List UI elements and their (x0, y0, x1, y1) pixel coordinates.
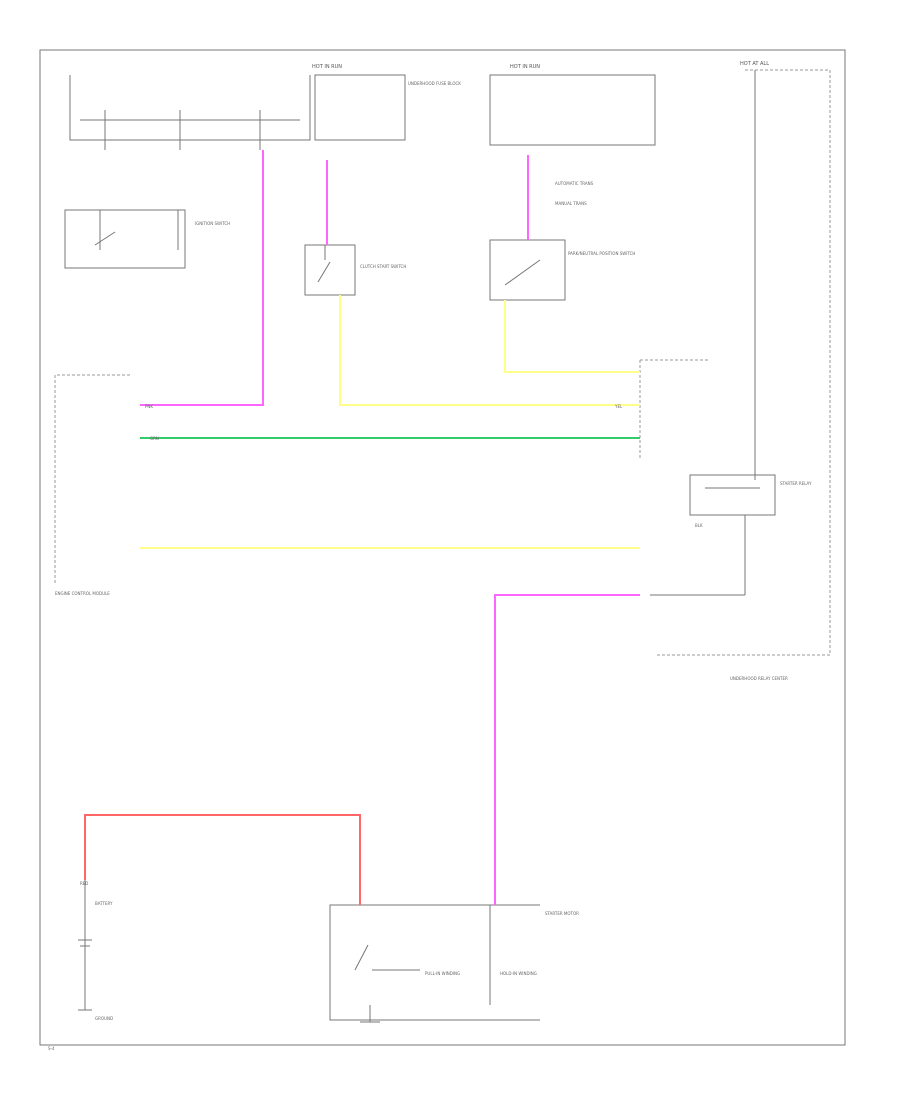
wire-label-yellow: YEL (614, 404, 623, 409)
ground-label: GROUND (95, 1016, 113, 1021)
pn-sw-blade (504, 259, 541, 286)
wire-group (84, 150, 640, 905)
starter-relay-label: STARTER RELAY (780, 481, 812, 486)
hold-in-label: HOLD-IN WINDING (500, 971, 537, 976)
wire-pink-starter (494, 594, 640, 905)
clutch-switch-label: CLUTCH START SWITCH (360, 264, 406, 269)
park-neutral-label: PARK/NEUTRAL POSITION SWITCH (568, 251, 635, 256)
manual-trans-label: MANUAL TRANS (555, 201, 587, 206)
underhood-relay-outline (655, 69, 831, 656)
underhood-relay-label: UNDERHOOD RELAY CENTER (730, 676, 788, 681)
wire-pink-ignition (140, 150, 264, 406)
wire-label-red: RED (80, 881, 88, 886)
battery-label: BATTERY (95, 901, 113, 906)
starter-contact (354, 944, 369, 971)
park-neutral-box (489, 239, 566, 301)
ecm-label: ENGINE CONTROL MODULE (55, 591, 110, 596)
right-fuse-box (489, 74, 656, 146)
ignition-switch-label: IGNITION SWITCH (195, 221, 230, 226)
fuse-right-label: HOT AT ALL (740, 61, 769, 67)
fuse-center2-label: HOT IN RUN (510, 64, 540, 70)
clutch-switch-box (304, 244, 356, 296)
wire-label-pink: PNK (145, 404, 153, 409)
wire-label-green: GRN (150, 436, 159, 441)
starter-motor-box (329, 904, 540, 1021)
wire-label-black: BLK (695, 523, 703, 528)
wire-red-battery (84, 814, 361, 905)
center-fuse-box (314, 74, 406, 141)
auto-trans-label: AUTOMATIC TRANS (555, 181, 594, 186)
diagram-frame (39, 49, 846, 1046)
underhood-fuse-label: UNDERHOOD FUSE BLOCK (408, 81, 461, 86)
ign-sw-blade (94, 231, 116, 246)
clutch-sw-blade (317, 261, 331, 283)
footer-label: S-4 (48, 1046, 55, 1051)
pull-in-label: PULL-IN WINDING (425, 971, 460, 976)
starter-motor-label: STARTER MOTOR (545, 911, 579, 916)
fuse-center-label: HOT IN RUN (312, 64, 342, 70)
ignition-switch-box (64, 209, 186, 269)
starter-relay-box (689, 474, 776, 516)
wire-yellow-pn (504, 300, 640, 373)
ecm-outline (54, 374, 130, 585)
wire-yellow-clutch (339, 295, 640, 406)
ignition-fuse-area (69, 75, 311, 141)
